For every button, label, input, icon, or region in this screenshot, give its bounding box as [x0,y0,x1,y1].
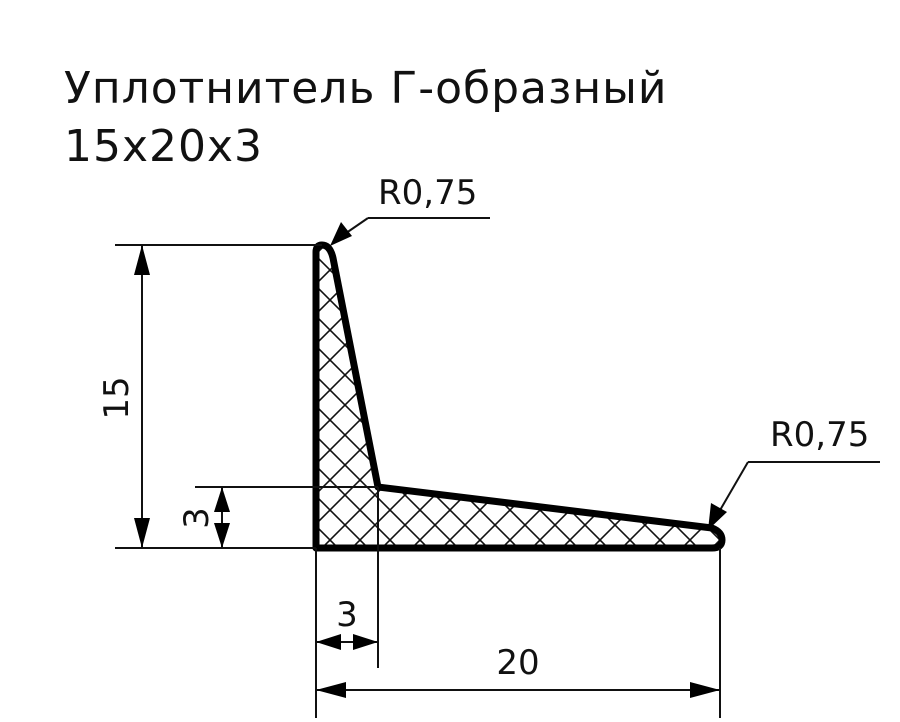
dimension-label-wall-thickness: 3 [336,595,358,635]
dimension-label-height: 15 [97,376,137,419]
arrow-head [316,634,341,650]
radius-label-top: R0,75 [378,173,477,213]
drawing-subtitle-size: 15x20x3 [64,121,263,172]
radius-label-right: R0,75 [770,415,869,455]
drawing-title: Уплотнитель Г-образный [64,63,668,114]
arrow-head [214,487,230,512]
arrow-head [690,682,720,698]
dimension-label-width: 20 [496,643,539,683]
arrow-head [134,245,150,275]
arrow-head [134,518,150,548]
arrow-head [316,682,346,698]
dimension-label-base-thickness: 3 [177,507,217,529]
arrow-head [330,222,352,246]
seal-profile-hatch [316,245,722,548]
arrow-head [353,634,378,650]
arrow-head [214,523,230,548]
arrow-head [708,503,727,530]
